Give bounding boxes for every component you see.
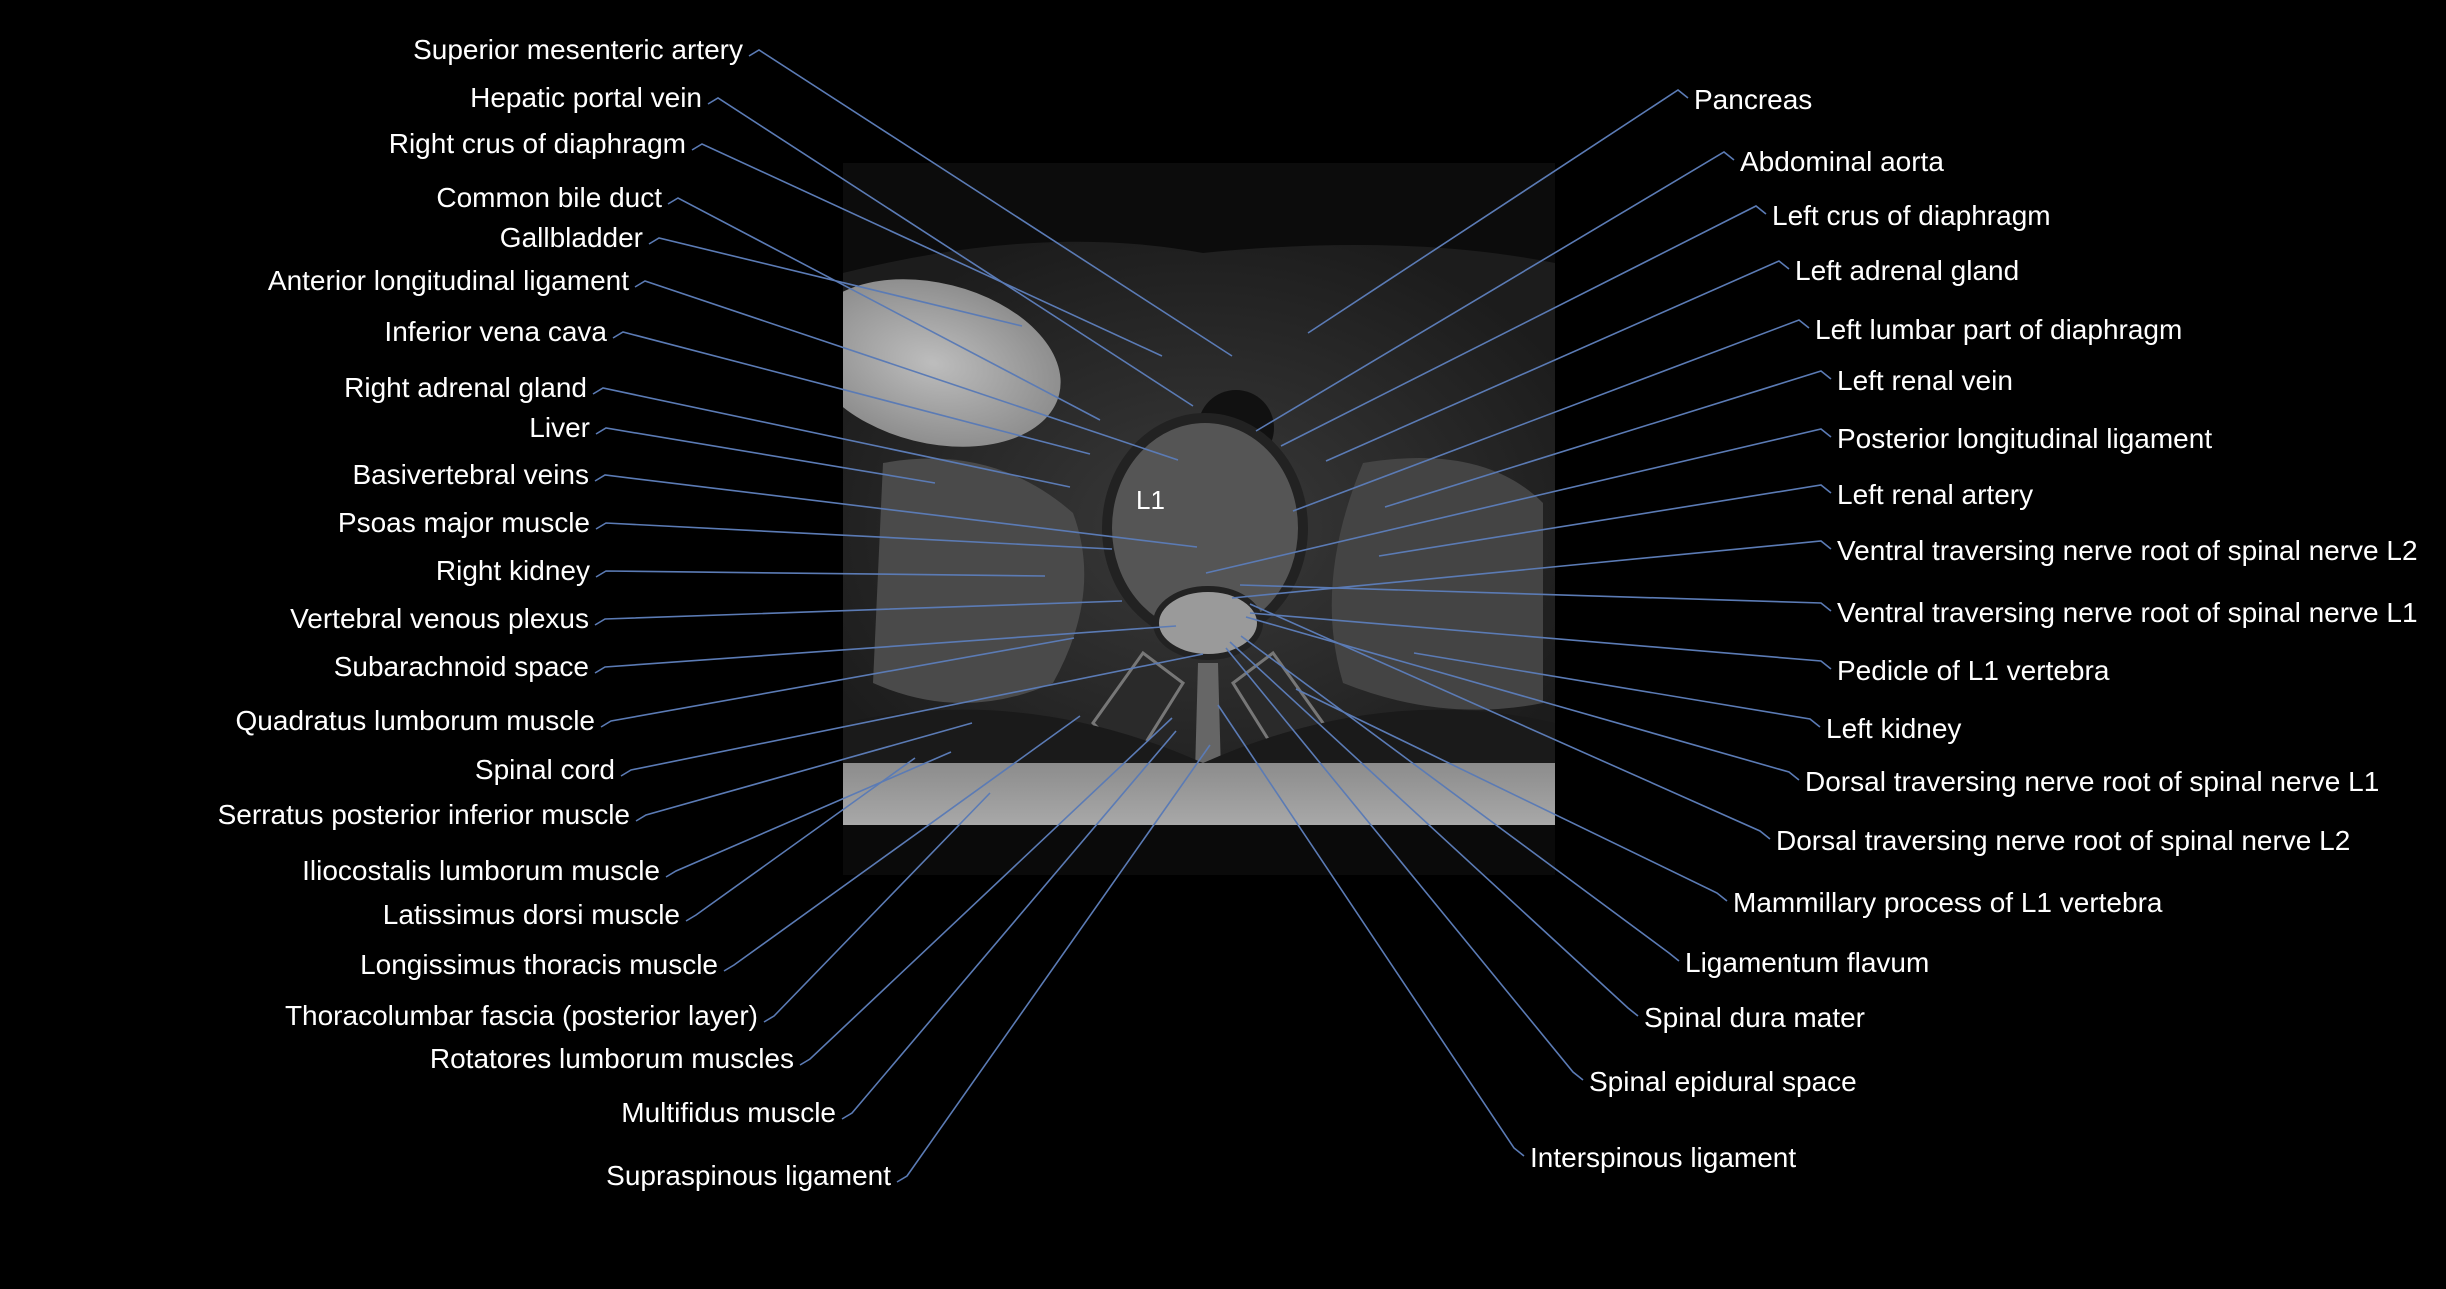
label-right-1: Abdominal aorta xyxy=(1740,146,1944,177)
label-right-15: Ligamentum flavum xyxy=(1685,947,1930,978)
label-left-1: Hepatic portal vein xyxy=(470,82,702,113)
label-left-5: Anterior longitudinal ligament xyxy=(267,265,629,296)
label-left-18: Latissimus dorsi muscle xyxy=(382,899,680,930)
label-left-19: Longissimus thoracis muscle xyxy=(360,949,718,980)
label-left-12: Vertebral venous plexus xyxy=(290,603,589,634)
label-right-0: Pancreas xyxy=(1694,84,1813,115)
label-right-2: Left crus of diaphragm xyxy=(1772,200,2051,231)
mri-axial-l1-image: L1 xyxy=(843,163,1555,875)
label-right-12: Dorsal traversing nerve root of spinal n… xyxy=(1805,766,2380,797)
label-left-9: Basivertebral veins xyxy=(352,459,589,490)
label-right-7: Left renal artery xyxy=(1837,479,2034,510)
label-left-7: Right adrenal gland xyxy=(344,372,587,403)
label-left-20: Thoracolumbar fascia (posterior layer) xyxy=(284,1000,758,1031)
label-right-4: Left lumbar part of diaphragm xyxy=(1815,314,2183,345)
label-right-6: Posterior longitudinal ligament xyxy=(1837,423,2213,454)
label-right-11: Left kidney xyxy=(1826,713,1962,744)
label-right-13: Dorsal traversing nerve root of spinal n… xyxy=(1776,825,2351,856)
label-left-13: Subarachnoid space xyxy=(333,651,589,682)
label-right-10: Pedicle of L1 vertebra xyxy=(1837,655,2110,686)
label-left-14: Quadratus lumborum muscle xyxy=(235,705,595,736)
label-left-0: Superior mesenteric artery xyxy=(413,34,743,65)
label-left-11: Right kidney xyxy=(435,555,590,586)
label-left-6: Inferior vena cava xyxy=(384,316,607,347)
label-right-3: Left adrenal gland xyxy=(1795,255,2020,286)
label-left-4: Gallbladder xyxy=(499,222,643,253)
label-right-17: Spinal epidural space xyxy=(1589,1066,1857,1097)
label-left-2: Right crus of diaphragm xyxy=(388,128,686,159)
label-right-14: Mammillary process of L1 vertebra xyxy=(1733,887,2163,918)
label-left-3: Common bile duct xyxy=(436,182,662,213)
label-left-8: Liver xyxy=(529,412,590,443)
label-left-10: Psoas major muscle xyxy=(337,507,590,538)
vertebra-level-label: L1 xyxy=(1136,485,1165,515)
label-left-15: Spinal cord xyxy=(474,754,615,785)
label-right-16: Spinal dura mater xyxy=(1644,1002,1866,1033)
label-right-5: Left renal vein xyxy=(1837,365,2013,396)
label-left-17: Iliocostalis lumborum muscle xyxy=(302,855,660,886)
label-right-9: Ventral traversing nerve root of spinal … xyxy=(1837,597,2418,628)
label-right-8: Ventral traversing nerve root of spinal … xyxy=(1837,535,2418,566)
label-left-21: Rotatores lumborum muscles xyxy=(429,1043,794,1074)
label-left-23: Supraspinous ligament xyxy=(606,1160,891,1191)
label-left-22: Multifidus muscle xyxy=(621,1097,836,1128)
label-right-18: Interspinous ligament xyxy=(1530,1142,1797,1173)
mri-illustration xyxy=(843,163,1555,875)
label-left-16: Serratus posterior inferior muscle xyxy=(217,799,630,830)
